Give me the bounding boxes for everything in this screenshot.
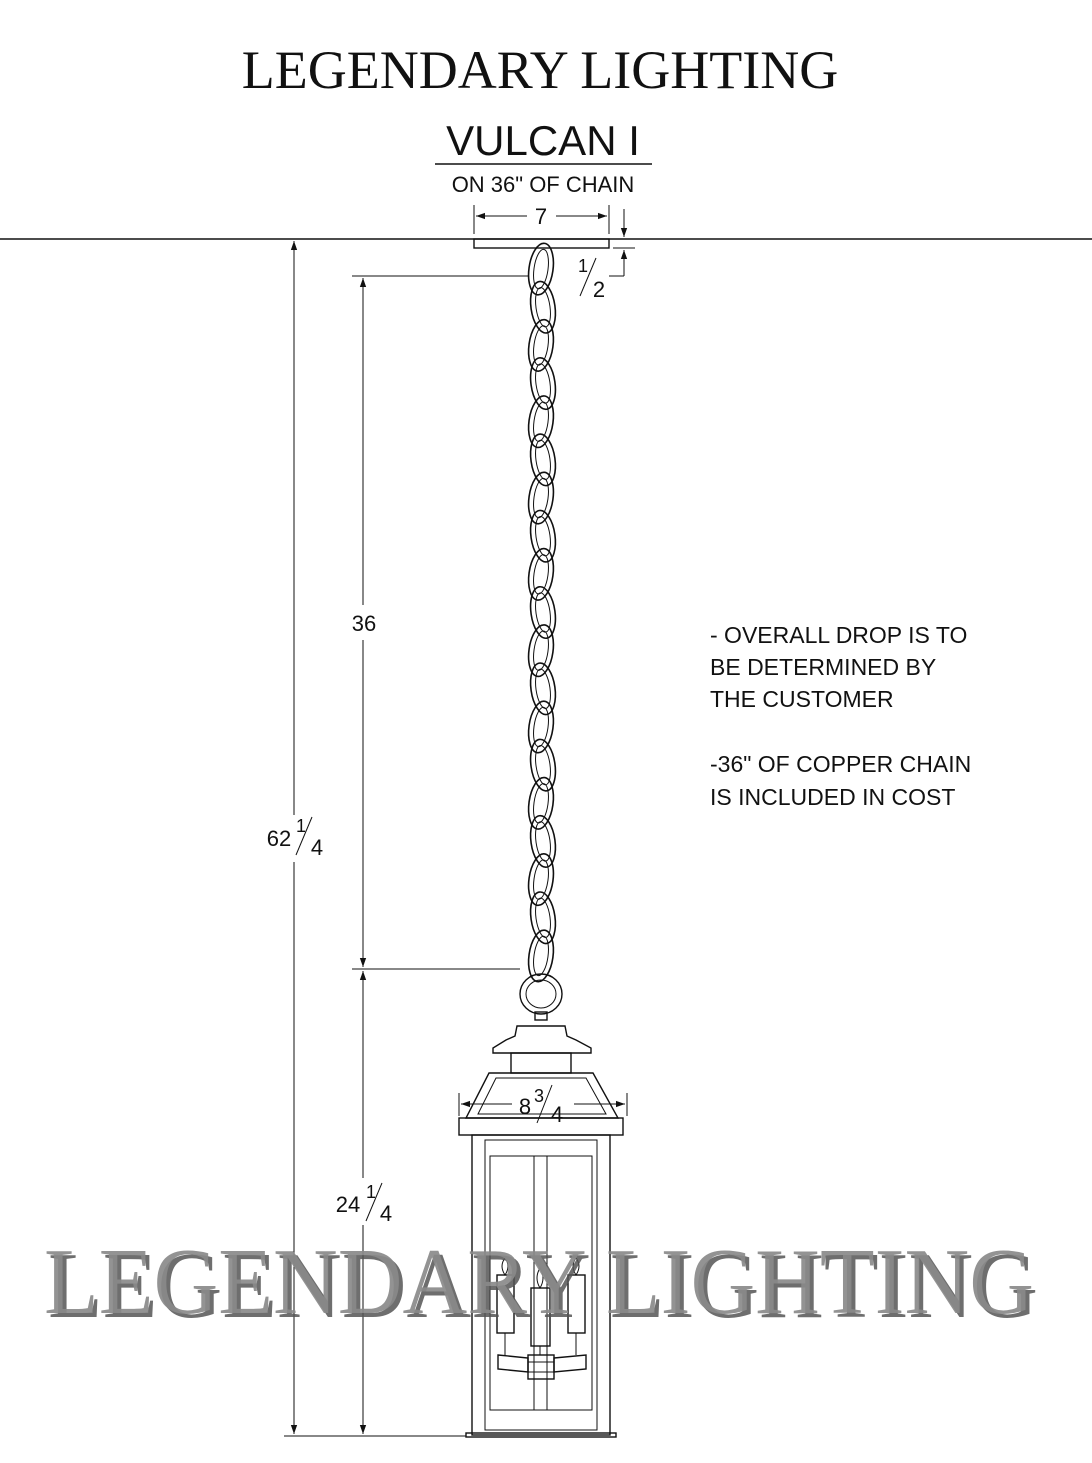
product-name: VULCAN I [446, 117, 640, 164]
note-line-1: - OVERALL DROP IS TO [710, 622, 967, 648]
chain-length-dimension: 36 [352, 275, 528, 970]
canopy-height-num: 1 [578, 256, 588, 276]
fixture-height-den: 4 [380, 1201, 392, 1226]
top-loop [519, 973, 563, 1015]
canopy-height-den: 2 [593, 277, 605, 302]
overall-drop-den: 4 [311, 835, 323, 860]
note-line-6: IS INCLUDED IN COST [710, 784, 955, 810]
note-line-3: THE CUSTOMER [710, 686, 894, 712]
chain-link [527, 700, 555, 754]
copper-chain [527, 242, 557, 983]
brand-title: LEGENDARY LIGHTING [242, 40, 838, 100]
chain-link [529, 357, 557, 411]
chain-link [527, 776, 555, 830]
chain-link [529, 280, 557, 334]
chain-link-inner [533, 248, 549, 290]
chain-length-label: 36 [352, 611, 376, 636]
watermark: LEGENDARY LIGHTING LEGENDARY LIGHTING [44, 1230, 1038, 1338]
chain-link [529, 585, 557, 640]
chain-link [529, 662, 557, 716]
chain-link [527, 242, 555, 296]
chain-link [527, 853, 555, 907]
canopy [473, 238, 610, 249]
fixture-width-dimension: 8 3 4 [458, 1084, 628, 1127]
lantern-fixture [458, 973, 624, 1438]
watermark-text: LEGENDARY LIGHTING [44, 1230, 1034, 1334]
overall-drop-dimension: 62 1 4 [267, 241, 466, 1437]
product-subtitle: ON 36" OF CHAIN [452, 172, 635, 197]
overall-drop-num: 1 [296, 816, 306, 836]
overall-drop-whole: 62 [267, 826, 291, 851]
chain-link [529, 891, 557, 945]
watermark-shadow: LEGENDARY LIGHTING [48, 1234, 1038, 1338]
canopy-width-dimension: 7 [473, 204, 610, 234]
canopy-width-label: 7 [535, 204, 547, 229]
fixture-width-num: 3 [534, 1086, 544, 1106]
chain-link [529, 509, 557, 563]
fixture-height-num: 1 [366, 1182, 376, 1202]
chain-link [527, 471, 555, 525]
chain-link [529, 738, 557, 792]
chain-link [529, 433, 557, 487]
chain-link [529, 814, 557, 868]
notes-block: - OVERALL DROP IS TO BE DETERMINED BY TH… [710, 622, 971, 810]
chain-link [527, 929, 555, 983]
candle-cluster [496, 1257, 587, 1380]
fixture-height-whole: 24 [336, 1192, 360, 1217]
chain-link-inner [533, 935, 549, 977]
canopy-height-dimension: 1 2 [578, 209, 635, 302]
fixture-height-dimension: 24 1 4 [336, 971, 392, 1434]
chain-link [527, 395, 555, 449]
note-line-5: -36" OF COPPER CHAIN [710, 751, 971, 777]
fixture-width-whole: 8 [519, 1094, 531, 1119]
chain-link [527, 624, 555, 678]
chain-link [527, 547, 555, 601]
fixture-width-den: 4 [551, 1102, 563, 1127]
note-line-2: BE DETERMINED BY [710, 654, 936, 680]
chain-link [527, 318, 555, 372]
